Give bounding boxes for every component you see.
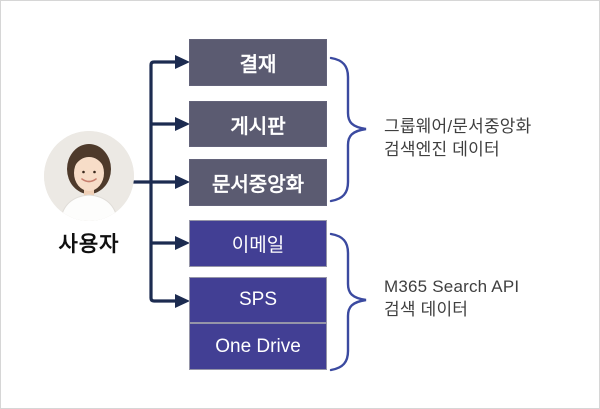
- arrowhead-approval: [175, 55, 190, 69]
- avatar-smile: [81, 178, 97, 183]
- box-board: 게시판: [189, 101, 327, 147]
- brace-groupware: [329, 56, 367, 203]
- user-label: 사용자: [58, 233, 120, 256]
- box-sps: SPS: [189, 277, 327, 323]
- annotation-m365-line2: 검색 데이터: [384, 300, 469, 319]
- annotation-groupware-line2: 검색엔진 데이터: [384, 140, 500, 159]
- braces: [329, 56, 367, 372]
- user-avatar-illustration: [44, 131, 134, 221]
- avatar-fringe: [74, 152, 104, 167]
- brace-m365: [329, 232, 367, 372]
- avatar-face: [74, 155, 104, 191]
- arrowhead-sps: [175, 294, 190, 308]
- box-email: 이메일: [189, 220, 327, 267]
- arrowhead-doc-central: [175, 175, 190, 189]
- box-doc-centralization: 문서중앙화: [189, 159, 327, 206]
- arrowheads: [175, 55, 190, 308]
- box-onedrive: One Drive: [189, 323, 327, 370]
- annotation-m365-line1: M365 Search API: [384, 277, 520, 296]
- user-photo: [44, 131, 134, 221]
- arrowhead-email: [175, 236, 190, 250]
- box-approval: 결재: [189, 39, 327, 86]
- annotation-m365: M365 Search API 검색 데이터: [384, 275, 519, 321]
- annotation-groupware: 그룹웨어/문서중앙화 검색엔진 데이터: [384, 115, 531, 161]
- arrowhead-board: [175, 117, 190, 131]
- connector-lines: [132, 60, 176, 303]
- annotation-groupware-line1: 그룹웨어/문서중앙화: [384, 117, 532, 136]
